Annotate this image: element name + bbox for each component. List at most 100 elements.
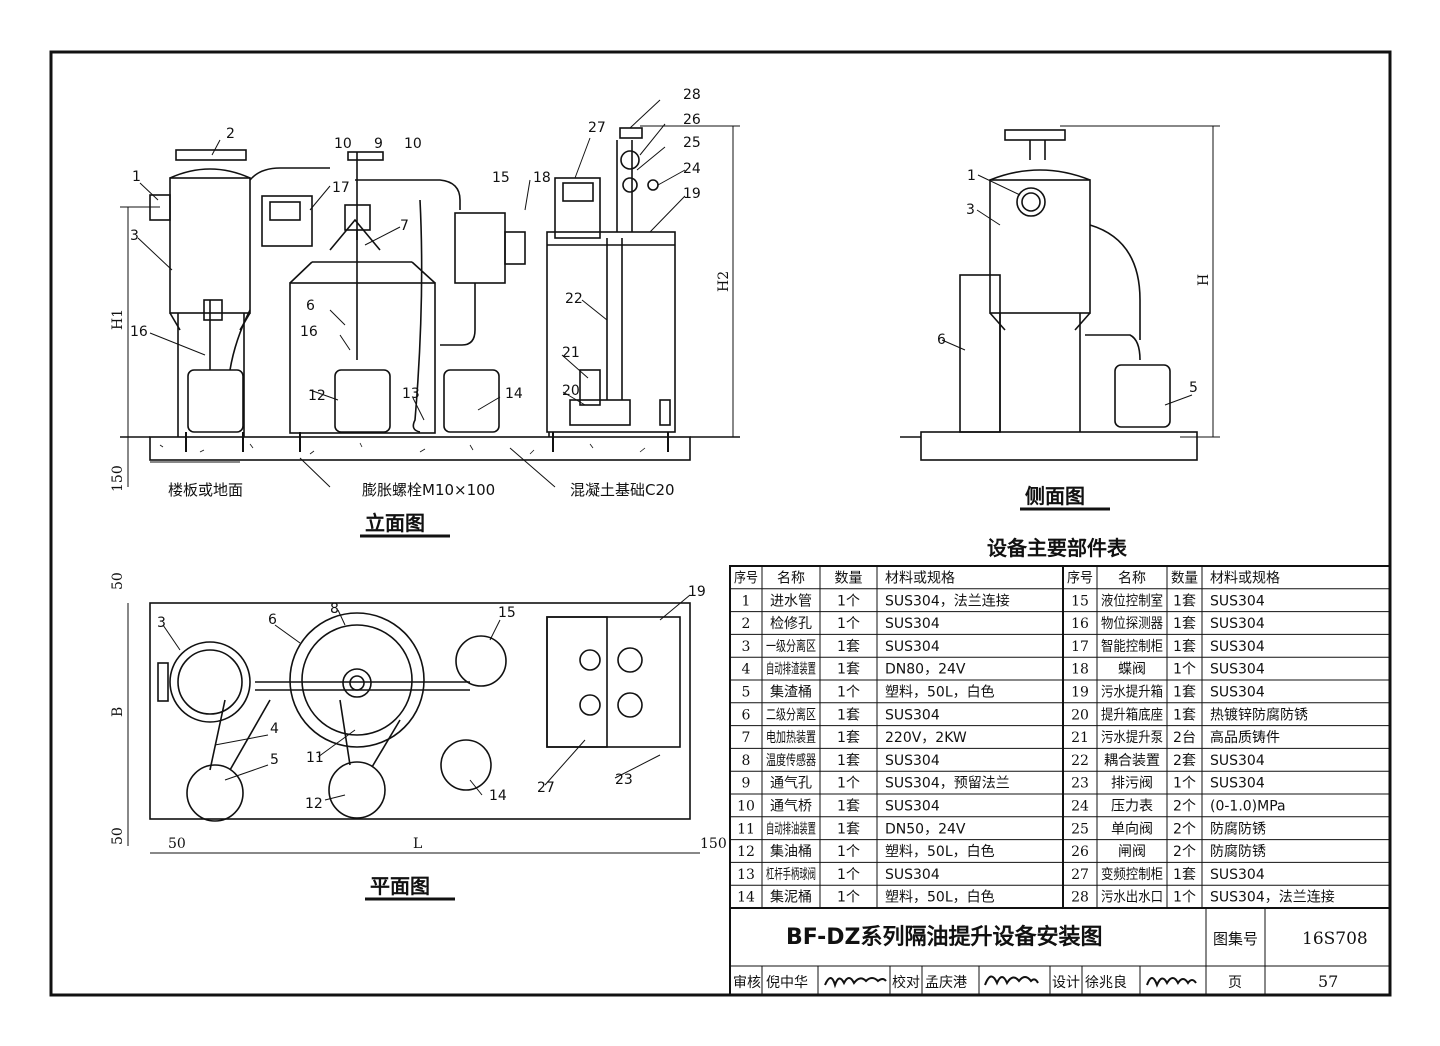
tag: 16 <box>300 324 318 340</box>
table-cell: 1个 <box>837 685 860 701</box>
table-cell: 23 <box>1071 776 1089 792</box>
signature-designer <box>1146 977 1197 988</box>
table-cell: 2 <box>742 616 751 632</box>
table-cell: SUS304 <box>885 639 940 655</box>
table-cell: 1套 <box>837 707 860 723</box>
table-cell: 21 <box>1071 730 1089 746</box>
table-header: 名称 <box>777 571 805 587</box>
tag: 14 <box>505 386 523 402</box>
tag: 7 <box>400 218 409 234</box>
table-cell: 智能控制柜 <box>1101 639 1163 655</box>
tag: 14 <box>489 788 507 804</box>
table-cell: SUS304 <box>1210 639 1265 655</box>
table-cell: SUS304 <box>1210 776 1265 792</box>
table-cell: 3 <box>742 639 751 655</box>
table-cell: 5 <box>742 685 751 701</box>
table-cell: SUS304 <box>1210 685 1265 701</box>
table-cell: 1个 <box>1173 776 1196 792</box>
table-cell: SUS304 <box>885 799 940 815</box>
tag: 3 <box>130 228 139 244</box>
tag: 2 <box>226 126 235 142</box>
dim-b: B <box>110 707 126 717</box>
table-cell: 集油桶 <box>770 843 812 860</box>
table-cell: 1个 <box>837 844 860 860</box>
table-cell: 18 <box>1071 662 1089 678</box>
table-cell: 集渣桶 <box>770 684 812 701</box>
reviewer-name: 倪中华 <box>766 975 808 991</box>
tag: 19 <box>688 584 706 600</box>
table-cell: 2台 <box>1173 730 1196 746</box>
table-cell: 1个 <box>837 593 860 609</box>
signature-reviewer <box>824 977 887 989</box>
table-cell: 22 <box>1071 753 1089 769</box>
table-title: 设备主要部件表 <box>987 536 1128 560</box>
table-cell: 27 <box>1071 867 1089 883</box>
tag: 11 <box>306 750 324 766</box>
designer-name: 徐兆良 <box>1085 975 1127 991</box>
table-cell: 1套 <box>837 639 860 655</box>
table-cell: 11 <box>737 821 755 837</box>
tag: 10 <box>404 136 422 152</box>
side-view <box>900 125 1220 461</box>
table-cell: SUS304，法兰连接 <box>885 592 1010 609</box>
tag: 4 <box>270 721 279 737</box>
table-cell: 通气桥 <box>770 799 812 815</box>
tag: 5 <box>270 752 279 768</box>
table-cell: DN50，24V <box>885 821 966 837</box>
table-cell: 杠杆手柄球阀 <box>766 867 816 883</box>
dim-h1: H1 <box>110 309 126 330</box>
table-cell: 10 <box>737 799 755 815</box>
table-cell: 220V，2KW <box>885 730 967 746</box>
label-concrete: 混凝土基础C20 <box>570 481 675 499</box>
dim-50-bottom: 50 <box>110 827 126 845</box>
dim-50-top: 50 <box>110 572 126 590</box>
table-cell: 25 <box>1071 821 1089 837</box>
table-cell: 13 <box>737 867 755 883</box>
table-cell: 耦合装置 <box>1104 753 1160 769</box>
elevation-tags: 1 2 3 9 10 10 17 7 6 16 16 12 13 14 15 1… <box>130 87 701 404</box>
table-cell: 15 <box>1071 593 1089 609</box>
sheet-border <box>49 50 1392 997</box>
dim-50-left: 50 <box>168 836 186 852</box>
page-number: 57 <box>1318 972 1338 991</box>
table-cell: SUS304 <box>1210 616 1265 632</box>
atlas-number: 16S708 <box>1302 929 1368 949</box>
tag: 9 <box>374 136 383 152</box>
dim-150: 150 <box>110 465 126 492</box>
table-cell: SUS304 <box>885 707 940 723</box>
table-cell: SUS304 <box>1210 662 1265 678</box>
label-bolt: 膨胀螺栓M10×100 <box>362 481 495 499</box>
table-cell: 12 <box>737 844 755 860</box>
table-cell: 1套 <box>1173 639 1196 655</box>
table-cell: 1 <box>742 593 751 609</box>
table-cell: 24 <box>1071 799 1089 815</box>
table-cell: 蝶阀 <box>1118 662 1146 678</box>
elevation-title: 立面图 <box>365 511 425 535</box>
drawing-title: BF-DZ系列隔油提升设备安装图 <box>786 924 1102 950</box>
title-block <box>729 907 1391 996</box>
table-cell: 自动排渣装置 <box>766 662 816 678</box>
table-cell: 热镀锌防腐防锈 <box>1210 706 1308 723</box>
tag: 27 <box>537 780 555 796</box>
table-cell: 集泥桶 <box>770 889 812 906</box>
table-cell: 1套 <box>1173 593 1196 609</box>
table-cell: 20 <box>1071 707 1089 723</box>
tag: 6 <box>268 612 277 628</box>
side-tags: 1 3 6 5 <box>937 168 1198 396</box>
page-label: 页 <box>1228 975 1242 991</box>
table-cell: SUS304 <box>1210 593 1265 609</box>
table-cell: 1套 <box>837 753 860 769</box>
tag: 15 <box>498 605 516 621</box>
dim-150-right: 150 <box>700 836 727 852</box>
tag: 5 <box>1189 380 1198 396</box>
table-cell: 9 <box>742 776 751 792</box>
tag: 13 <box>402 386 420 402</box>
tag: 16 <box>130 324 148 340</box>
tag: 12 <box>305 796 323 812</box>
tag: 22 <box>565 291 583 307</box>
table-cell: 17 <box>1071 639 1089 655</box>
table-cell: 高品质铸件 <box>1210 729 1280 746</box>
table-cell: 一级分离区 <box>766 638 816 655</box>
table-cell: SUS304，预留法兰 <box>885 776 1010 792</box>
